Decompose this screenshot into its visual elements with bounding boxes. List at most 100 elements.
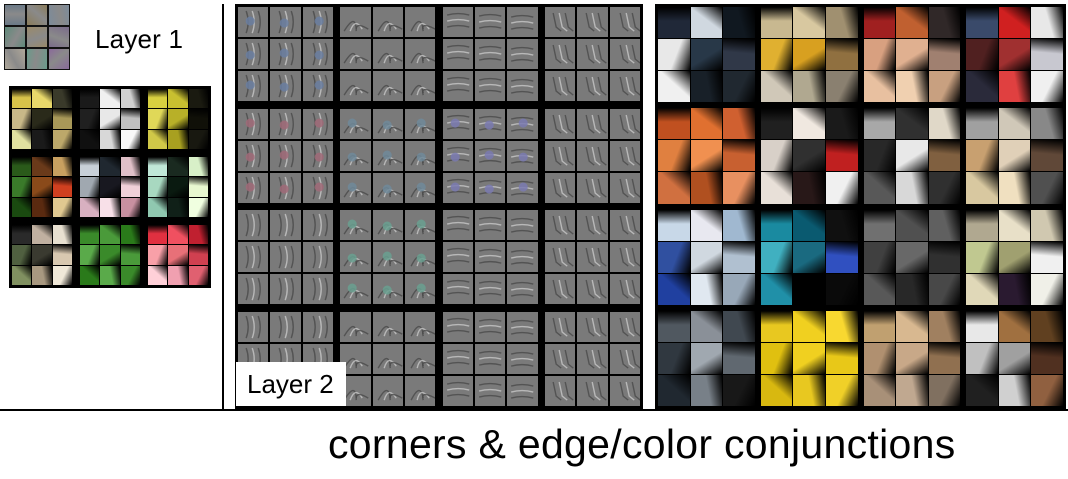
layer2-filter-cell (405, 71, 436, 102)
layer2-filter-cell (609, 274, 640, 305)
layer2-patch (896, 374, 928, 406)
layer2-patch (896, 342, 928, 374)
layer2-patch (928, 273, 961, 305)
layer2-filter-cell (442, 7, 473, 38)
layer2-patch (863, 108, 896, 140)
layer2-filter-group (238, 210, 334, 305)
layer1-patch (32, 265, 52, 285)
layer2-filter-cell (474, 210, 506, 241)
layer1-patch (188, 177, 208, 197)
layer2-filter-group (340, 7, 436, 102)
layer2-patch (1031, 374, 1063, 406)
layer1-patch (100, 177, 120, 197)
layer2-patch (928, 342, 961, 374)
layer2-patch-group (966, 209, 1063, 305)
layer2-filter-cell (544, 210, 576, 241)
layer2-filter-cell (507, 274, 538, 305)
layer2-patch (723, 209, 755, 241)
layer2-filter-cell (577, 39, 608, 70)
layer1-patch (188, 197, 208, 217)
layer2-patch (863, 209, 896, 241)
layer2-patch (690, 310, 723, 342)
layer1-filter (27, 27, 47, 47)
layer2-patch (928, 374, 961, 406)
layer1-patch (100, 157, 120, 177)
layer1-patch (80, 177, 100, 197)
layer2-patch (896, 209, 928, 241)
layer2-filter-cell (442, 375, 473, 406)
layer2-patch-group (863, 209, 961, 305)
layer2-patch (793, 172, 825, 204)
layer2-patch (723, 39, 755, 71)
layer2-filter-cell (270, 140, 301, 171)
layer2-patch (760, 273, 793, 305)
layer2-filter-cell (270, 7, 301, 38)
layer2-filter-cell (544, 172, 576, 203)
layer1-patch (52, 129, 72, 149)
layer2-filter-cell (405, 172, 436, 203)
layer2-patch (723, 310, 755, 342)
layer1-patch-group (12, 157, 72, 217)
layer2-filter-cell (577, 108, 608, 139)
layer2-patch (896, 140, 928, 172)
layer2-patch-group (658, 209, 755, 305)
layer1-patch (100, 245, 120, 265)
layer2-filter-cell (609, 172, 640, 203)
layer1-patch (120, 265, 140, 285)
layer2-patch (966, 273, 998, 305)
layer1-patch (12, 109, 32, 129)
layer1-patch (12, 265, 32, 285)
layer2-patch (825, 310, 858, 342)
layer2-filter-cell (577, 210, 608, 241)
layer2-filter-cell (372, 140, 404, 171)
layer2-patch (928, 172, 961, 204)
layer2-filter-cell (238, 274, 269, 305)
layer1-patch (188, 129, 208, 149)
layer2-filter-cell (405, 274, 436, 305)
caption: corners & edge/color conjunctions (328, 421, 956, 467)
layer2-patch (896, 172, 928, 204)
layer2-patch-group (658, 310, 755, 406)
layer1-patch (188, 225, 208, 245)
layer2-filter-cell (372, 108, 404, 139)
layer2-filter-cell (544, 7, 576, 38)
layer2-filter-cell (340, 108, 371, 139)
layer1-patch (32, 157, 52, 177)
layer2-patch-group (658, 7, 755, 103)
layer2-patch (723, 140, 755, 172)
layer2-filter-cell (577, 71, 608, 102)
layer2-filter-cell (507, 7, 538, 38)
layer1-patch (52, 89, 72, 109)
layer2-filter-cell (609, 210, 640, 241)
layer2-filter-cell (507, 172, 538, 203)
layer2-filter-cell (577, 311, 608, 342)
layer2-filter-cell (507, 140, 538, 171)
layer2-patch (760, 71, 793, 103)
layer2-patch (825, 7, 858, 39)
layer2-filter-cell (238, 39, 269, 70)
layer2-filter-cell (507, 71, 538, 102)
layer1-patch (168, 245, 188, 265)
layer2-filter-cell (577, 140, 608, 171)
layer1-patch (148, 197, 168, 217)
layer2-filter-cell (405, 343, 436, 374)
layer2-patch (690, 108, 723, 140)
layer2-patch (966, 71, 998, 103)
layer2-patch (896, 71, 928, 103)
layer1-patch-group (148, 89, 208, 149)
layer2-patch (1031, 71, 1063, 103)
layer1-patch (100, 129, 120, 149)
layer2-filter-cell (270, 39, 301, 70)
layer2-patch (998, 39, 1031, 71)
layer2-image-patch-grid (655, 4, 1066, 409)
layer1-patch (100, 109, 120, 129)
layer2-patch (690, 273, 723, 305)
layer2-patch (793, 342, 825, 374)
layer2-patch-group (966, 108, 1063, 204)
layer2-patch (658, 71, 690, 103)
layer2-patch-group (863, 108, 961, 204)
layer2-patch (760, 241, 793, 273)
layer1-filter (49, 5, 69, 25)
layer2-patch-group (658, 108, 755, 204)
layer2-filter-cell (372, 7, 404, 38)
